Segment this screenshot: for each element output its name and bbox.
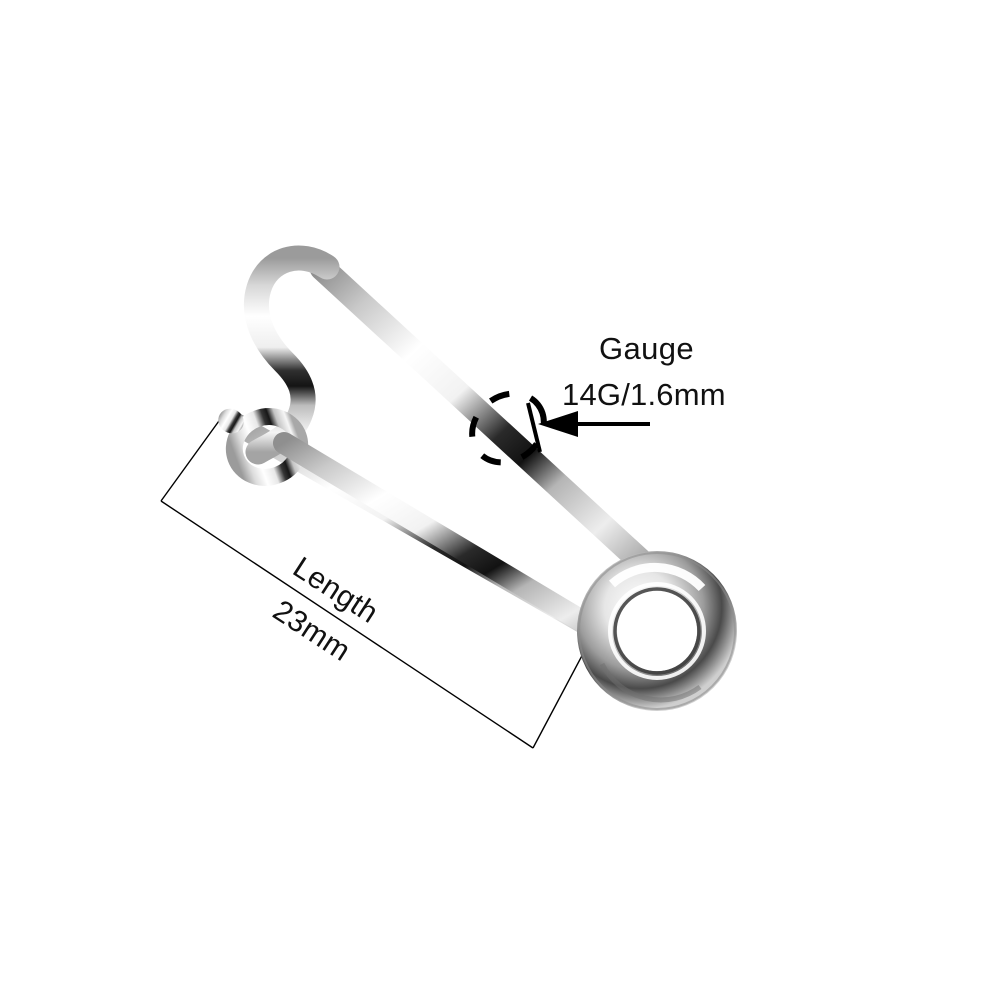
- gauge-label: Gauge: [599, 331, 695, 366]
- dimension-extension-line-top: [160, 413, 225, 502]
- gauge-tick-mark: [526, 402, 542, 453]
- pin-upper-arm: [309, 255, 661, 581]
- dashed-ellipse-icon: [469, 390, 547, 466]
- pin-coil-ring: [577, 551, 737, 711]
- pin-clasp-loop: [225, 408, 309, 486]
- arrow-left-icon: [538, 411, 578, 437]
- gauge-value-label: 14G/1.6mm: [562, 377, 726, 412]
- safety-pin-body: [218, 245, 737, 711]
- pin-shaft-front: [273, 432, 628, 653]
- pin-tip: [218, 408, 244, 434]
- gauge-callout-group: [469, 390, 650, 466]
- dimension-main-line: [160, 500, 534, 749]
